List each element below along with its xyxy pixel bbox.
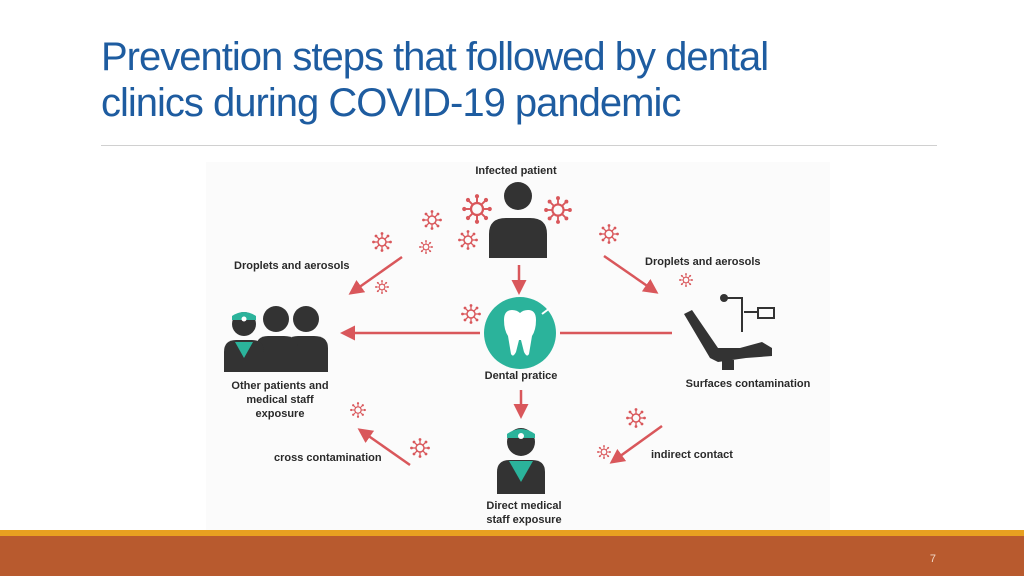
- virus-icon: [598, 223, 620, 245]
- other-patients-label-line-1: Other patients and: [231, 380, 328, 392]
- arrows: [340, 254, 672, 467]
- virus-icon: [678, 272, 694, 288]
- tooth-icon: [504, 310, 536, 356]
- footer-bar: [0, 536, 1024, 576]
- infected-patient-label: Infected patient: [475, 165, 557, 177]
- droplets-left-label: Droplets and aerosols: [234, 260, 350, 272]
- surfaces-node: Surfaces contamination: [684, 294, 811, 390]
- dental-chair-icon: [684, 294, 775, 370]
- virus-icon: [596, 444, 612, 460]
- slide-title-line-1: Prevention steps that followed by dental: [101, 35, 769, 79]
- arrow-droplets-left: [348, 255, 403, 295]
- virus-icon: [374, 279, 390, 295]
- slide-title: Prevention steps that followed by dental…: [101, 34, 941, 126]
- slide-title-line-2: clinics during COVID-19 pandemic: [101, 81, 681, 125]
- page-number: 7: [929, 553, 936, 565]
- indirect-contact-label: indirect contact: [651, 449, 733, 461]
- arrow-cross-contamination: [357, 428, 411, 467]
- dental-practice-node: Dental pratice: [484, 297, 557, 382]
- cross-contamination-label: cross contamination: [274, 452, 382, 464]
- title-divider: [101, 145, 937, 146]
- virus-icon: [543, 195, 573, 225]
- other-patients-label-line-2: medical staff: [246, 394, 314, 406]
- people-group-icon: [224, 306, 328, 372]
- virus-icon: [625, 407, 647, 429]
- surfaces-label: Surfaces contamination: [686, 378, 811, 390]
- virus-icon: [371, 231, 393, 253]
- direct-staff-node: Direct medical staff exposure: [486, 428, 562, 526]
- arrow-droplets-right: [603, 254, 659, 294]
- virus-icon: [457, 229, 479, 251]
- direct-staff-label-line-2: staff exposure: [486, 514, 561, 526]
- dental-tool-icon: [541, 307, 551, 315]
- virus-icon: [409, 437, 431, 459]
- droplets-right-label: Droplets and aerosols: [645, 256, 761, 268]
- virus-icon: [421, 209, 443, 231]
- virus-icon: [461, 193, 493, 225]
- dental-practice-label: Dental pratice: [485, 370, 558, 382]
- virus-icon: [349, 401, 367, 419]
- virus-icon: [460, 303, 482, 325]
- infected-patient-node: Infected patient: [475, 165, 557, 258]
- other-patients-label-line-3: exposure: [256, 408, 305, 420]
- infected-patient-icon: [489, 182, 547, 258]
- direct-staff-label-line-1: Direct medical: [486, 500, 561, 512]
- virus-icon: [418, 239, 434, 255]
- transmission-diagram: Infected patient: [206, 162, 830, 530]
- other-patients-node: Other patients and medical staff exposur…: [224, 306, 329, 420]
- medical-staff-icon: [497, 428, 545, 494]
- arrow-indirect-contact: [609, 424, 663, 464]
- footer-accent-bar: [0, 530, 1024, 536]
